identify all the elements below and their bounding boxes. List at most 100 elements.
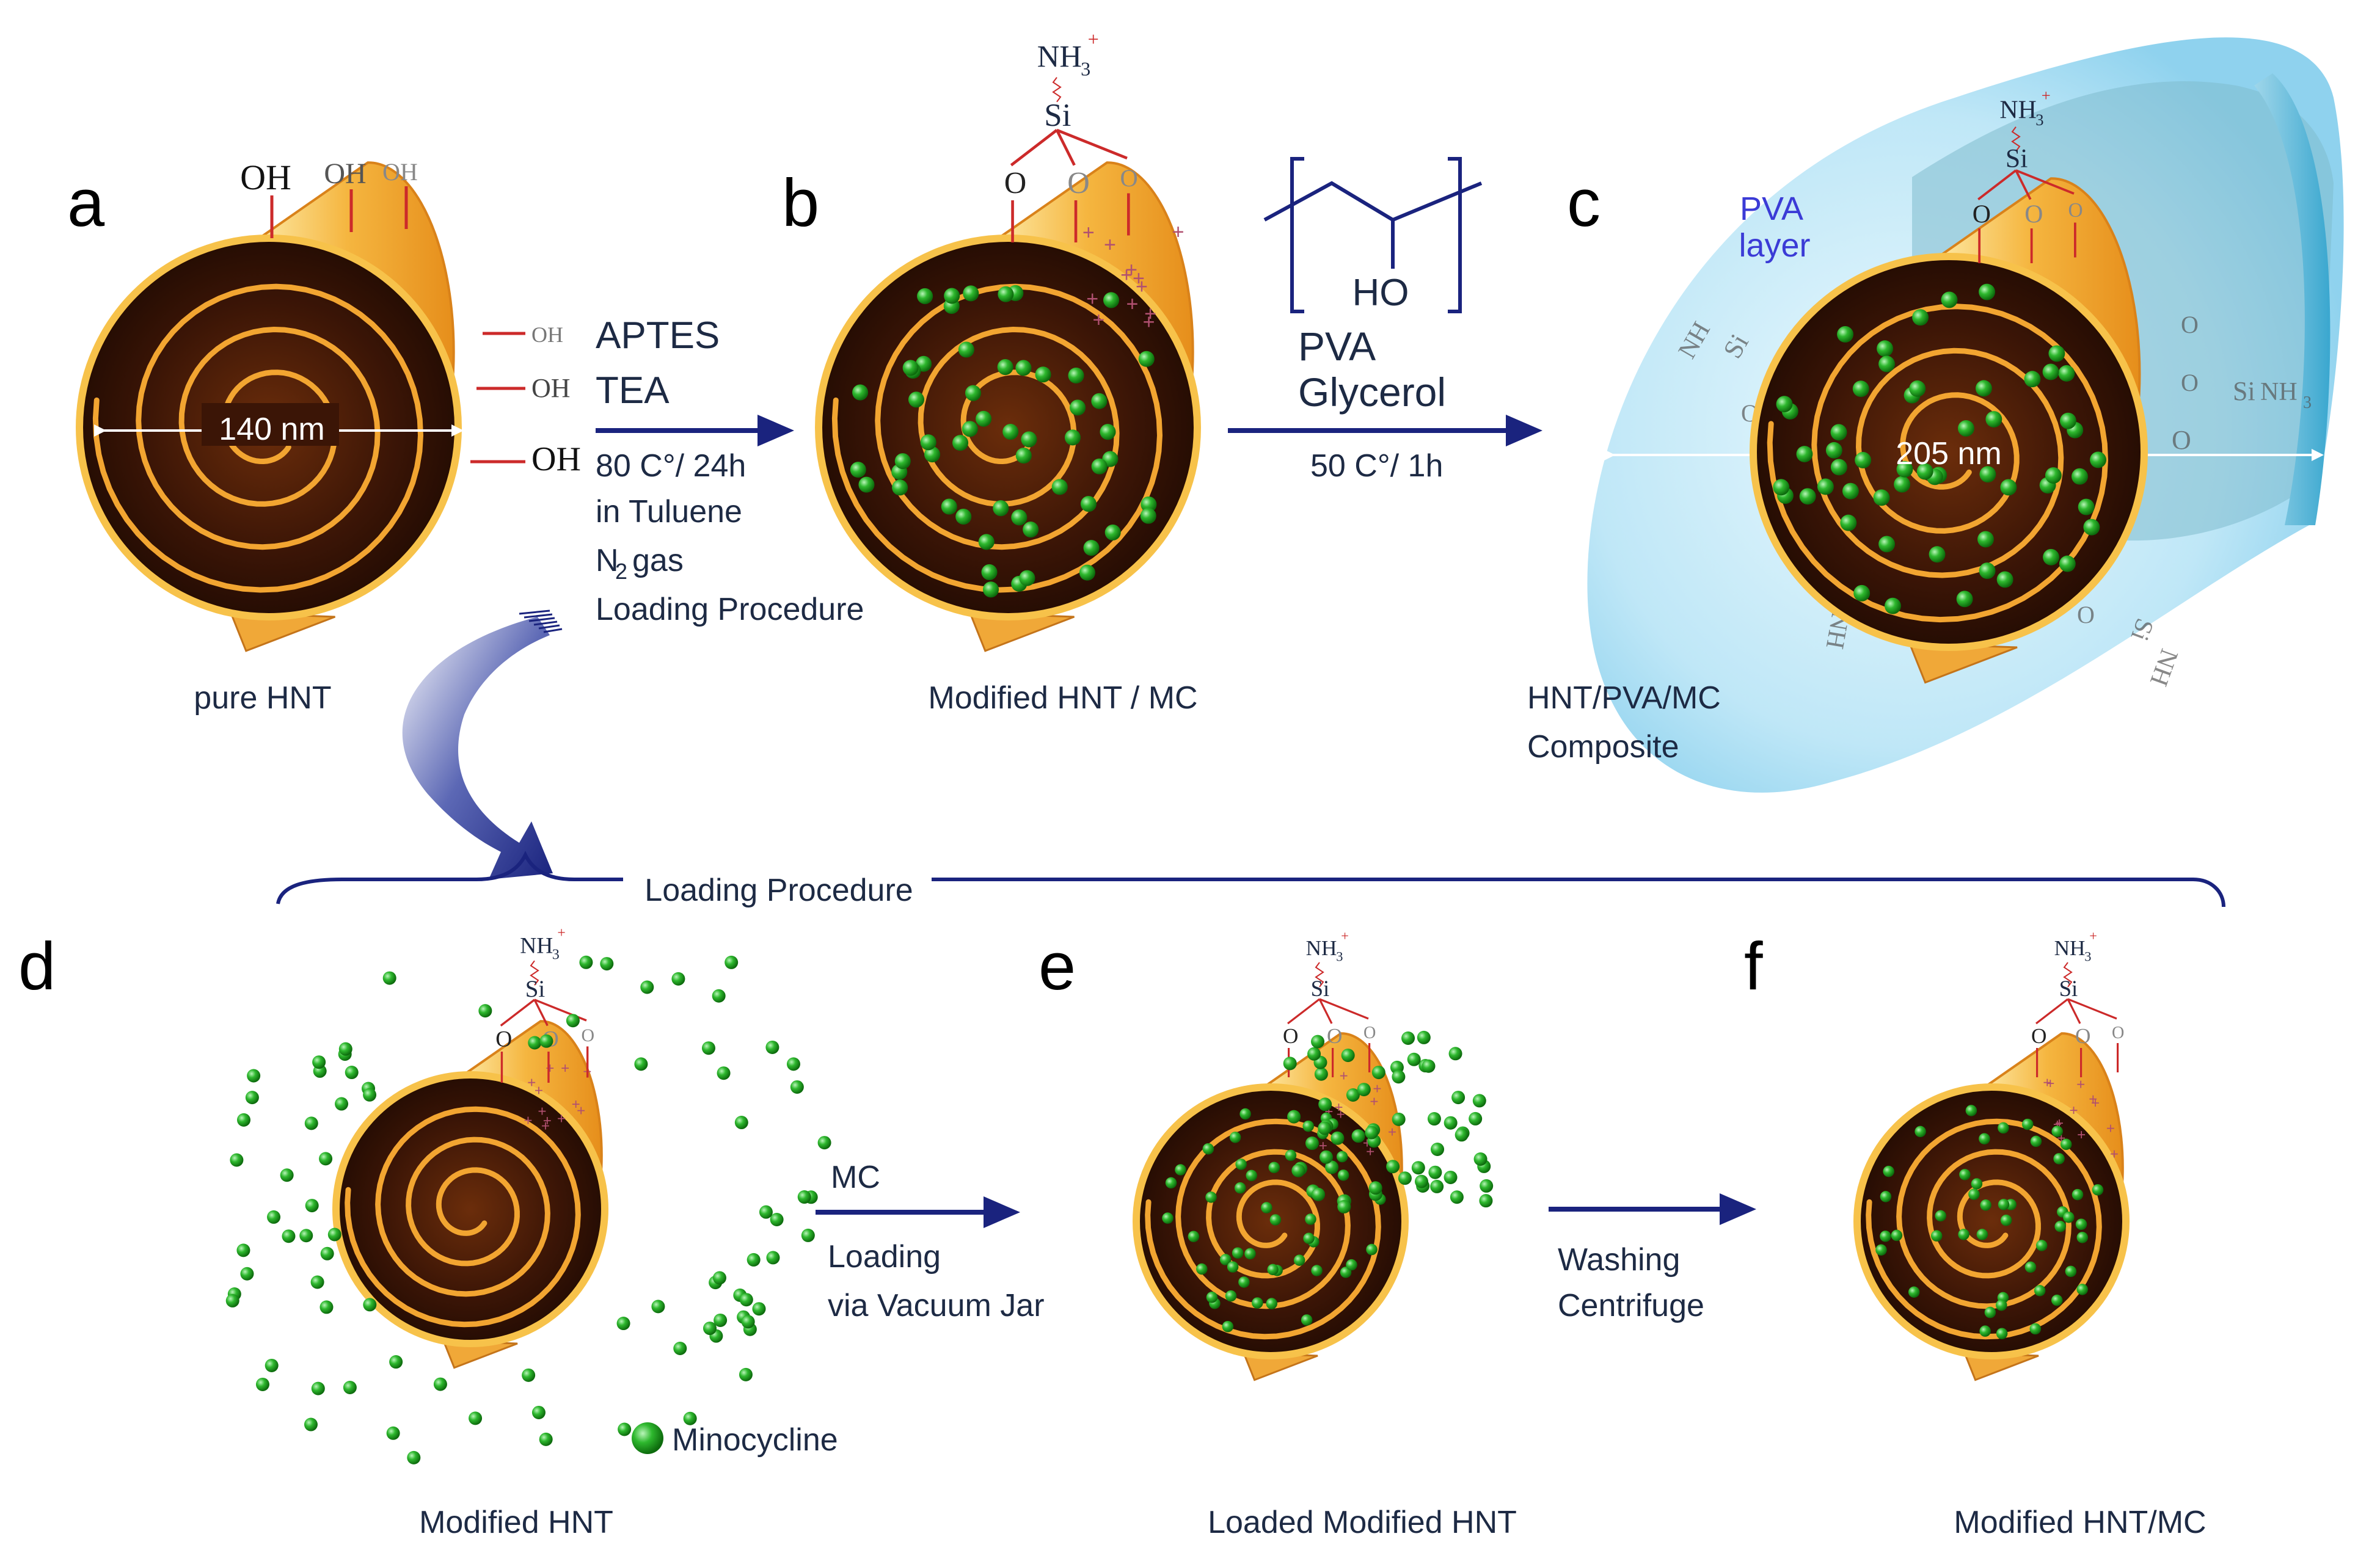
surface-charge: + xyxy=(1319,1138,1327,1154)
entering-minocycline xyxy=(1451,1091,1466,1105)
tube-spiral xyxy=(345,1106,581,1328)
panel-label-c: c xyxy=(1567,165,1601,241)
drug-particle xyxy=(944,288,960,304)
entering-minocycline xyxy=(1319,1150,1333,1164)
nh3-charge: + xyxy=(557,925,565,941)
drug-particle xyxy=(2075,1218,2087,1230)
drug-particle xyxy=(2029,1323,2042,1335)
drug-particle xyxy=(1175,1164,1186,1176)
drug-particle xyxy=(2053,1153,2065,1165)
drug-particle xyxy=(1244,1248,1256,1260)
surface-charge: + xyxy=(1093,308,1105,332)
entering-minocycline xyxy=(1392,1070,1406,1084)
free-minocycline xyxy=(790,1080,804,1094)
free-minocycline xyxy=(618,1422,632,1436)
drug-particle xyxy=(1266,1298,1277,1309)
entering-minocycline xyxy=(1479,1194,1493,1208)
drug-particle xyxy=(1188,1231,1200,1242)
nh3-subscript: 3 xyxy=(2084,949,2091,964)
drug-particle xyxy=(1305,1213,1316,1225)
free-minocycline xyxy=(522,1368,536,1382)
step-bc-temp: 50 C°/ 1h xyxy=(1310,448,1443,484)
drug-particle xyxy=(1021,431,1037,448)
caption-e: Loaded Modified HNT xyxy=(1208,1505,1517,1540)
drug-particle xyxy=(983,581,999,598)
drug-particle xyxy=(1015,447,1032,464)
free-minocycline xyxy=(230,1153,244,1167)
curved-arrow-ad xyxy=(402,609,563,879)
drug-particle xyxy=(1267,1264,1279,1276)
o-label: O xyxy=(1363,1024,1376,1042)
entering-minocycline xyxy=(1357,1083,1371,1097)
free-minocycline xyxy=(319,1152,333,1166)
free-minocycline xyxy=(338,1042,352,1056)
step-bc-glycerol: Glycerol xyxy=(1298,369,1446,415)
entering-minocycline xyxy=(1472,1094,1486,1108)
panel-label-e: e xyxy=(1039,929,1076,1004)
panel-label-f: f xyxy=(1744,929,1763,1004)
step-de-vacuum: via Vacuum Jar xyxy=(828,1288,1045,1323)
arrow-ef-head xyxy=(1720,1193,1756,1225)
drug-particle xyxy=(1894,476,1911,493)
free-minocycline xyxy=(703,1322,717,1336)
surface-charge: + xyxy=(572,1096,580,1113)
drug-particle xyxy=(1976,380,1992,397)
drug-particle xyxy=(1855,452,1872,468)
drug-particle xyxy=(1971,1178,1983,1190)
pva-structure: HO xyxy=(1263,157,1483,314)
oh-side-label: OH xyxy=(531,373,571,403)
drug-particle xyxy=(1346,1259,1357,1271)
arrow-ab-head xyxy=(757,415,794,446)
step-ab-aptes: APTES xyxy=(596,315,720,357)
drug-particle xyxy=(997,359,1013,376)
drug-particle xyxy=(1875,1244,1887,1256)
hnt-tube-d: ++++++++++++ xyxy=(332,1020,608,1369)
drug-particle xyxy=(2072,468,2088,485)
caption-d: Modified HNT xyxy=(419,1505,613,1540)
free-minocycline xyxy=(335,1097,349,1111)
free-minocycline xyxy=(741,1315,755,1329)
oh-top-label: OH xyxy=(382,158,418,186)
hnt-tube-e: ++++++++++++ xyxy=(1133,1032,1409,1381)
drug-particle xyxy=(1227,1261,1239,1273)
entering-minocycline xyxy=(1305,1137,1319,1151)
drug-particle xyxy=(1019,570,1035,586)
free-minocycline xyxy=(739,1367,753,1381)
drug-particle xyxy=(1916,463,1933,480)
nh3-subscript: 3 xyxy=(1336,949,1343,964)
drug-particle xyxy=(1222,1320,1234,1333)
free-minocycline xyxy=(683,1411,697,1425)
drug-particle xyxy=(2054,1221,2066,1232)
bracket-right xyxy=(1448,157,1462,313)
oh-side-label: OH xyxy=(531,322,563,347)
free-minocycline xyxy=(539,1432,553,1446)
drug-particle xyxy=(1853,584,1871,602)
nh3-subscript: 3 xyxy=(2035,111,2043,129)
free-minocycline xyxy=(247,1069,261,1083)
o-label: O xyxy=(582,1025,595,1046)
drug-particle xyxy=(1261,1202,1272,1213)
pva-backbone xyxy=(1263,181,1483,222)
tube-spiral xyxy=(92,283,424,593)
hnt-tube-f: ++++++++++++ xyxy=(1853,1032,2130,1381)
drug-particle xyxy=(2024,1261,2037,1273)
drug-particle xyxy=(1285,1149,1297,1162)
arrow-bc xyxy=(1228,415,1542,446)
surface-charge: + xyxy=(2046,1075,2054,1092)
free-minocycline xyxy=(245,1091,259,1105)
entering-minocycline xyxy=(1318,1121,1332,1135)
drug-particle xyxy=(1035,366,1051,383)
surface-charge: + xyxy=(2069,1102,2078,1119)
legend-minocycline-icon xyxy=(632,1422,663,1454)
surface-charge: + xyxy=(1120,264,1133,287)
step-ab-n2: N xyxy=(596,543,619,578)
nh3-label: NH xyxy=(2260,378,2298,406)
free-minocycline xyxy=(717,1066,731,1080)
surface-charge: + xyxy=(1125,258,1137,282)
entering-minocycline xyxy=(1414,1174,1428,1188)
surface-charge: + xyxy=(2091,1095,2100,1111)
entering-minocycline xyxy=(1411,1161,1425,1175)
free-minocycline xyxy=(305,1199,319,1213)
